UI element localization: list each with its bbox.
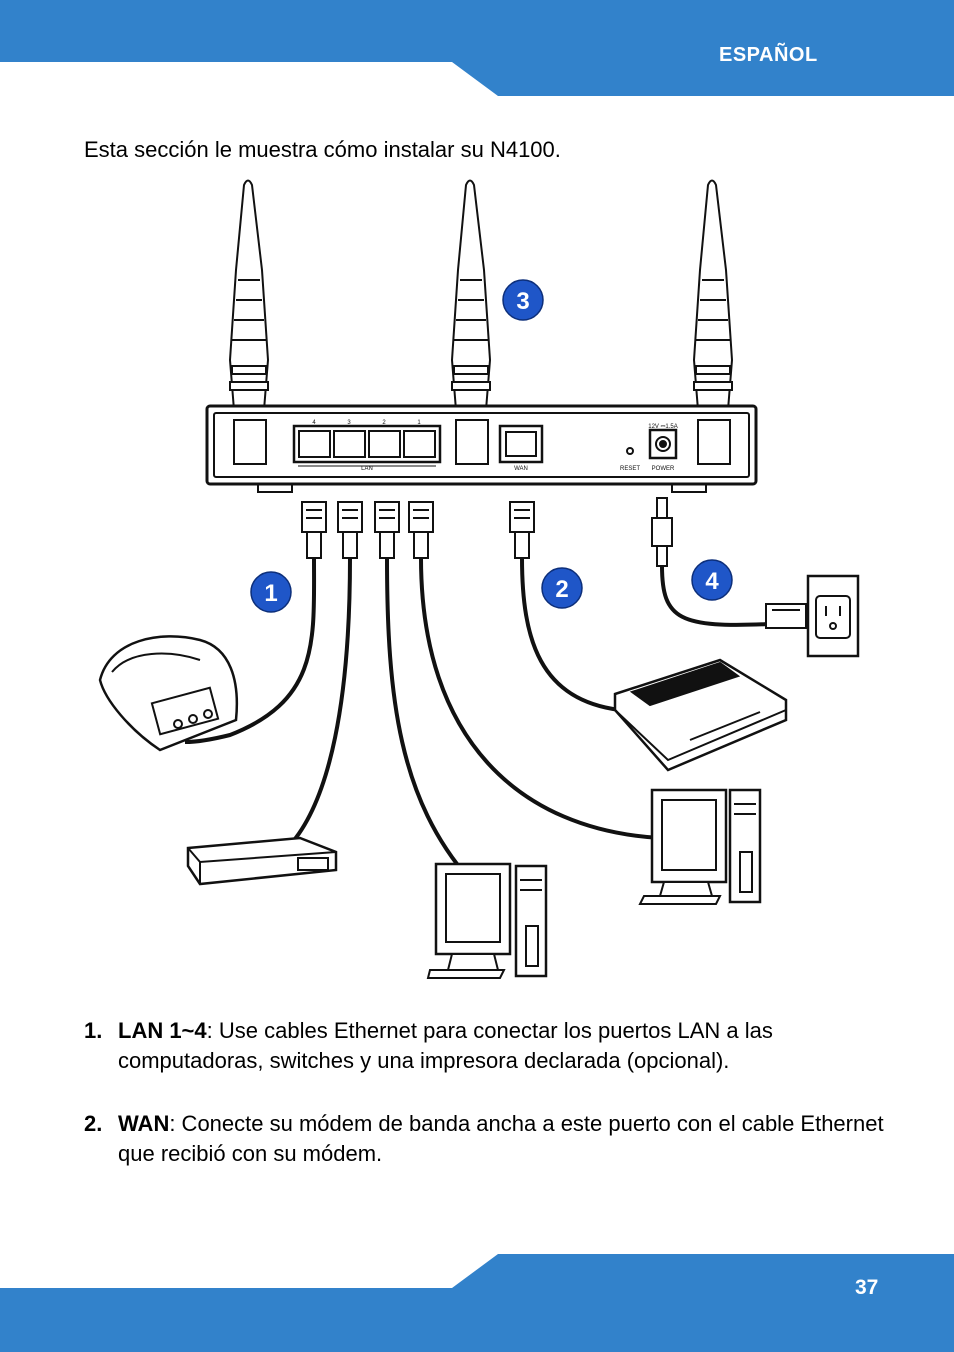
callout-4: 4 (691, 559, 733, 601)
modem (613, 658, 788, 772)
callout-2: 2 (541, 567, 583, 609)
step-number: 1. (84, 1018, 103, 1043)
header-band (0, 0, 954, 100)
reset-label: RESET (620, 466, 640, 472)
footer-band (0, 1252, 954, 1352)
antenna-middle (450, 179, 492, 411)
lan-port-number: 4 (312, 420, 316, 426)
svg-text:3: 3 (516, 288, 529, 315)
step-lan: 1. LAN 1~4: Use cables Ethernet para con… (84, 1016, 888, 1076)
svg-text:2: 2 (555, 576, 568, 603)
power-label: POWER (652, 466, 675, 472)
wan-label: WAN (514, 466, 528, 472)
step-term: WAN (118, 1111, 170, 1136)
step-text: : Use cables Ethernet para conectar los … (118, 1018, 773, 1073)
router-back-panel (205, 404, 758, 493)
antenna-left (228, 179, 270, 411)
lan-port-number: 3 (347, 420, 351, 426)
callout-1: 1 (250, 571, 292, 613)
ethernet-plugs (301, 501, 535, 559)
svg-text:1: 1 (264, 580, 277, 607)
computer-bottom (426, 862, 548, 979)
printer (98, 635, 239, 752)
cables (184, 557, 771, 882)
callout-3: 3 (502, 279, 544, 321)
step-number: 2. (84, 1111, 103, 1136)
step-text: : Conecte su módem de banda ancha a este… (118, 1111, 884, 1166)
svg-text:4: 4 (705, 568, 719, 595)
power-rating-label: 12V ⎓1.5A (648, 424, 677, 430)
language-label: ESPAÑOL (719, 44, 818, 66)
lan-port-number: 1 (417, 420, 421, 426)
switch (186, 836, 338, 886)
antenna-right (692, 179, 734, 411)
lan-label: LAN (361, 466, 373, 472)
page-number: 37 (855, 1276, 879, 1299)
lan-port-number: 2 (382, 420, 386, 426)
intro-text: Esta sección le muestra cómo instalar su… (84, 137, 561, 162)
step-term: LAN 1~4 (118, 1018, 207, 1043)
installation-diagram: 4 3 2 1 LAN WAN 12V ⎓1.5A RESET POWER 1 … (98, 179, 860, 979)
step-wan: 2. WAN: Conecte su módem de banda ancha … (84, 1109, 888, 1169)
computer-right (638, 788, 762, 905)
power-plug (651, 497, 673, 567)
wall-outlet (765, 574, 860, 658)
